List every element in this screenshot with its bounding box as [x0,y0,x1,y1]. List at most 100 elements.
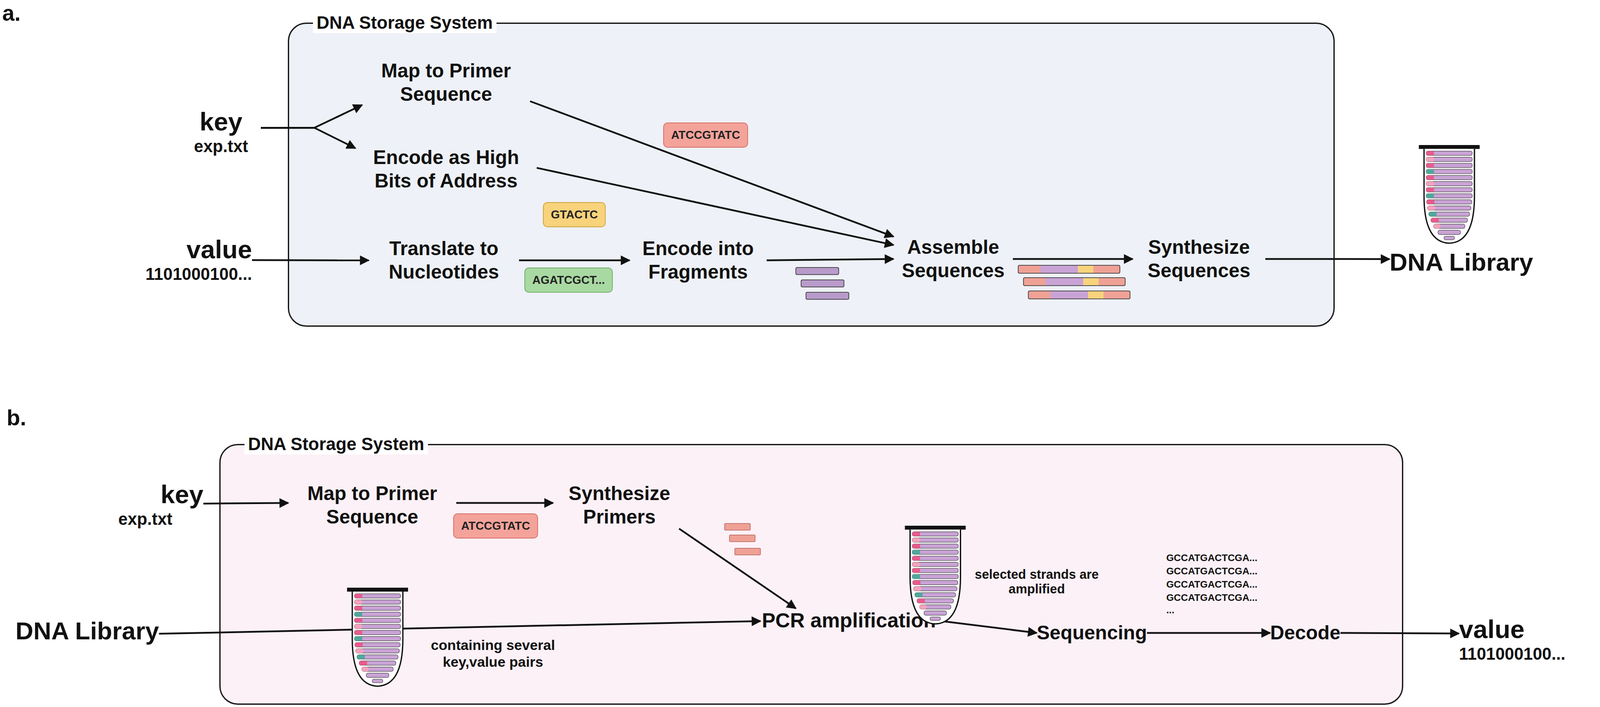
input-label: DNA Library [15,615,160,646]
process-step: Encode into Fragments [629,236,767,284]
process-step: Decode [1270,621,1341,645]
node-text: Synthesize Sequences [1132,235,1266,283]
annotation-label: a. [2,0,21,27]
flow-arrow [203,503,289,504]
flow-arrow [530,101,894,237]
process-step: Assemble Sequences [893,235,1013,283]
node-text: AGATCGCT... [532,273,605,287]
fragment-bar [805,292,849,300]
primer-bar [724,523,751,531]
bar-primer [1093,265,1120,274]
bar-primer [1028,290,1051,299]
node-text: Map to Primer Sequence [362,59,531,107]
sequence-tag: ATCCGTATC [663,122,749,148]
annotation-label: containing several key,value pairs [413,636,573,671]
flow-arrow [260,105,363,129]
bar-payload [1050,290,1089,299]
pcr-tube [905,525,967,624]
process-step: Translate to Nucleotides [368,236,520,284]
node-text: Synthesize Primers [553,481,686,529]
process-step: Synthesize Sequences [1132,235,1266,283]
node-text: DNA Storage System [313,11,497,34]
flow-arrow [1265,258,1390,260]
process-step: Map to Primer Sequence [362,59,531,107]
node-text: Encode as High Bits of Address [355,145,537,193]
process-step: Synthesize Primers [553,481,686,529]
bar-primer [1098,277,1126,286]
annotation-label: b. [6,404,27,432]
bar-primer [1103,290,1131,299]
flow-arrow [937,620,1037,634]
input-label: keyexp.txt [181,106,261,157]
node-text: ATCCGTATC [461,519,531,533]
node-text: PCR amplification [760,608,938,633]
primer-bar [734,548,761,555]
sequence-tag: AGATCGCT... [524,267,613,293]
bar-address [1088,290,1104,299]
bar-address [1083,277,1099,286]
node-subtext: exp.txt [88,509,173,530]
bar-address [1077,265,1094,274]
annotation-label: ... [1166,604,1175,616]
node-text: ATCCGTATC [671,128,741,142]
bar-outline [1018,265,1120,274]
flow-arrow [536,168,894,245]
annotation-label: GCCATGACTCGA... [1166,565,1258,577]
node-text: key [88,479,204,510]
process-step: Encode as High Bits of Address [355,145,537,193]
node-text: key [181,106,261,137]
node-subtext: 1101000100... [106,264,253,285]
bar-outline [1028,290,1131,299]
bar-payload [1045,277,1084,286]
node-text: DNA Library [15,615,160,646]
sequence-tag: GTACTC [542,202,606,228]
annotation-label: selected strands are amplified [970,567,1104,597]
node-text: Assemble Sequences [893,235,1013,283]
bar-outline [1023,277,1126,286]
bar-primer [1018,265,1041,274]
dna-library-tube [347,587,409,687]
fragment-bar [801,279,844,287]
input-label: keyexp.txt [88,479,204,530]
flow-arrow [1146,631,1271,634]
flow-arrow [260,127,356,149]
node-text: Translate to Nucleotides [368,236,520,284]
flow-arrow [1340,632,1459,634]
node-subtext: 1101000100... [1458,644,1599,665]
flow-arrow [159,621,761,634]
flow-arrow [519,259,630,262]
bar-primer [1023,277,1046,286]
flow-arrow [679,528,796,609]
sequence-tag: ATCCGTATC [453,513,539,539]
flow-arrow [456,502,554,505]
node-text: Map to Primer Sequence [288,481,457,529]
output-label: DNA Library [1389,247,1534,277]
node-text: DNA Storage System [244,433,428,455]
flow-arrow [1012,258,1133,260]
flow-arrow [766,259,894,261]
node-text: value [106,234,253,265]
node-text: DNA Library [1389,247,1534,277]
node-text: GTACTC [550,207,598,222]
dna-library-tube [1418,145,1480,244]
node-text: Decode [1270,621,1341,645]
node-subtext: exp.txt [181,136,261,157]
output-label: value1101000100... [1458,614,1599,665]
annotation-label: GCCATGACTCGA... [1166,579,1258,590]
annotation-label: GCCATGACTCGA... [1166,552,1258,564]
bar-payload [1040,265,1078,274]
primer-bar [729,534,756,542]
flow-arrow [252,259,369,262]
input-label: value1101000100... [106,234,253,285]
node-text: Sequencing [1036,621,1147,645]
node-text: Encode into Fragments [629,236,767,284]
annotation-label: GCCATGACTCGA... [1166,592,1258,604]
node-text: value [1458,614,1599,645]
fragment-bar [795,267,839,275]
process-step: PCR amplification [760,608,938,633]
process-step: Sequencing [1036,621,1147,645]
